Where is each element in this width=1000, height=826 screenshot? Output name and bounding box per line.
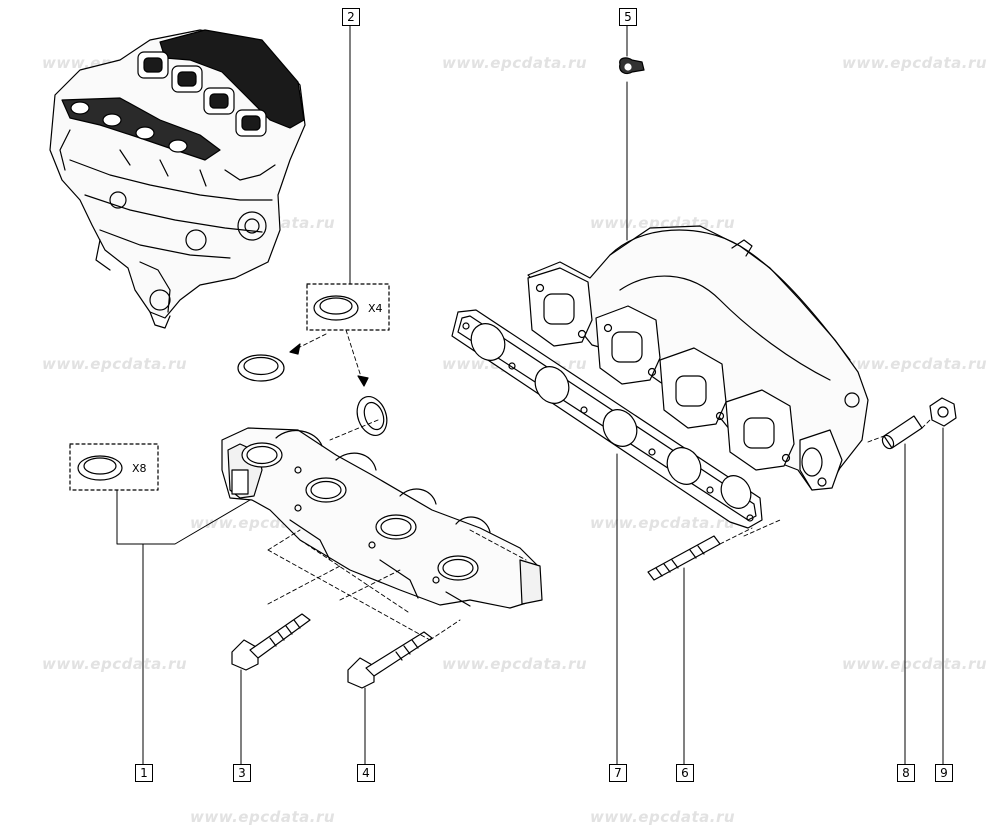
assembly-lines — [267, 329, 933, 641]
exhaust-manifold — [527, 225, 869, 491]
exhaust-gasket — [451, 309, 763, 529]
callout-8[interactable]: 8 — [897, 764, 915, 782]
callout-3[interactable]: 3 — [233, 764, 251, 782]
quantity-label-left: X8 — [132, 462, 147, 475]
arrow-head — [289, 343, 301, 355]
arrow-head — [357, 375, 369, 387]
quantity-label-upper: X4 — [368, 302, 383, 315]
callout-2[interactable]: 2 — [342, 8, 360, 26]
bolt-4 — [347, 631, 433, 689]
engine-illustration — [49, 29, 306, 329]
watermark: www.epcdata.ru — [42, 355, 188, 373]
watermark: www.epcdata.ru — [442, 54, 588, 72]
seal-kit-upper — [306, 283, 390, 331]
bolt-3 — [231, 613, 311, 671]
watermark: www.epcdata.ru — [42, 655, 188, 673]
callout-6[interactable]: 6 — [676, 764, 694, 782]
spacer-8 — [881, 415, 923, 450]
watermark: www.epcdata.ru — [842, 655, 988, 673]
loose-seal-2 — [356, 396, 388, 436]
loose-seal-1 — [237, 354, 285, 382]
callout-4[interactable]: 4 — [357, 764, 375, 782]
callout-5[interactable]: 5 — [619, 8, 637, 26]
callout-1[interactable]: 1 — [135, 764, 153, 782]
leader-lines — [116, 25, 944, 765]
nut-9 — [929, 397, 957, 427]
watermark: www.epcdata.ru — [842, 54, 988, 72]
clip-5 — [619, 57, 645, 75]
watermark: www.epcdata.ru — [442, 655, 588, 673]
callout-7[interactable]: 7 — [609, 764, 627, 782]
watermark: www.epcdata.ru — [590, 514, 736, 532]
callout-9[interactable]: 9 — [935, 764, 953, 782]
seal-kit-left — [69, 443, 159, 491]
watermark: www.epcdata.ru — [842, 355, 988, 373]
intake-manifold — [221, 427, 543, 609]
